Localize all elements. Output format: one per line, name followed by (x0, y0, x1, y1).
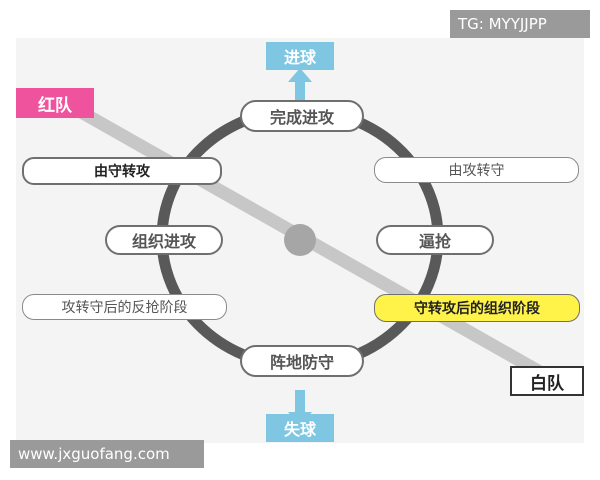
white-team-label: 白队 (510, 366, 584, 396)
transition-attack-to-defense: 由攻转守 (374, 157, 579, 183)
red-team-label: 红队 (16, 88, 94, 118)
center-dot (284, 224, 316, 256)
phase-press: 逼抢 (376, 225, 494, 255)
website-watermark: www.jxguofang.com (10, 440, 204, 468)
phase-complete-attack: 完成进攻 (240, 100, 364, 132)
transition-organized-after-turnover: 守转攻后的组织阶段 (374, 294, 580, 322)
transition-defense-to-attack: 由守转攻 (22, 157, 222, 185)
transition-counter-press: 攻转守后的反抢阶段 (22, 294, 227, 320)
goal-arrow-up (288, 68, 312, 100)
phase-build-up: 组织进攻 (105, 225, 223, 255)
goal-conceded-label: 失球 (266, 414, 334, 442)
phase-positional-defense: 阵地防守 (240, 345, 364, 377)
goal-scored-label: 进球 (266, 42, 334, 70)
telegram-watermark: TG: MYYJJPP (450, 10, 590, 38)
